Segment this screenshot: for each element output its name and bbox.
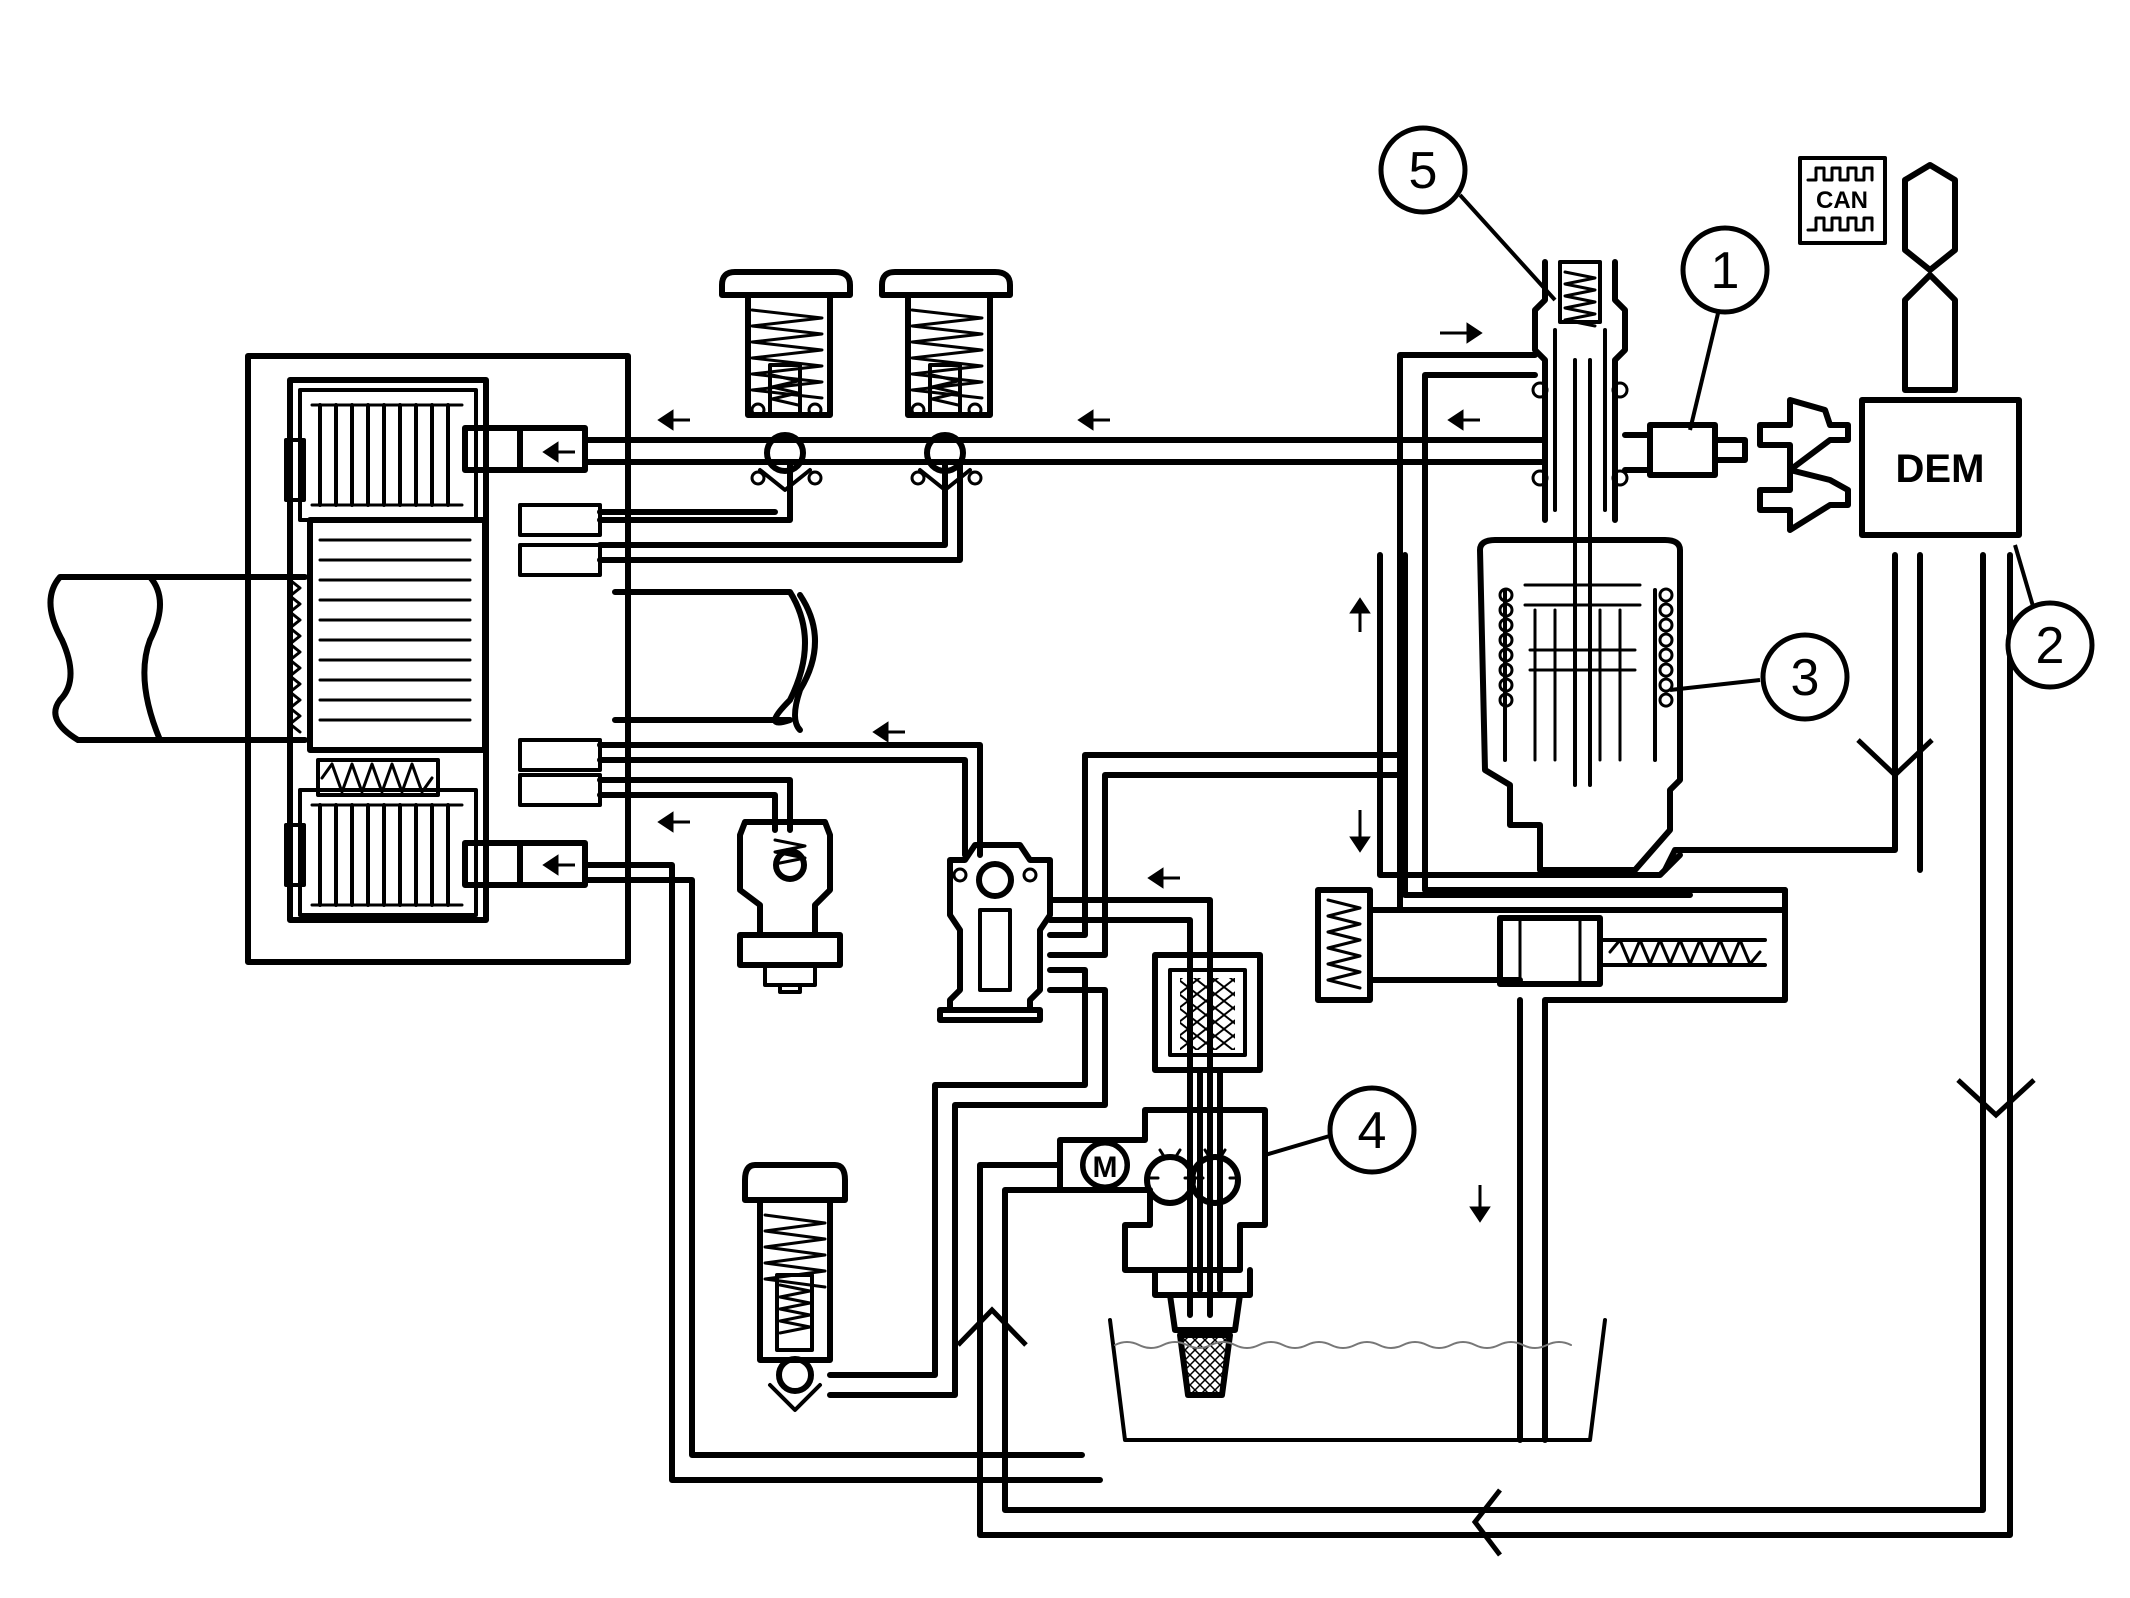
callout-1: 1 bbox=[1680, 225, 1770, 315]
dem-unit-2 bbox=[1859, 397, 2022, 538]
control-valve bbox=[937, 842, 1053, 1023]
oil-filter bbox=[1152, 952, 1263, 1293]
pressure-sensor-1 bbox=[1622, 422, 1748, 478]
callout-3-label: 3 bbox=[1791, 649, 1820, 707]
arrow-left-icon bbox=[1077, 409, 1110, 431]
can-label: CAN bbox=[1816, 187, 1868, 214]
drive-shaft bbox=[47, 574, 818, 743]
can-bus-icon bbox=[1798, 156, 1887, 245]
arrow-down-icon bbox=[1856, 738, 1934, 779]
flow-arrows bbox=[542, 322, 1491, 1223]
middle-hydraulic-lines bbox=[582, 742, 1403, 1483]
pressure-reducing-valve bbox=[737, 819, 843, 994]
arrow-left-icon bbox=[542, 854, 575, 876]
arrow-left-icon bbox=[1447, 409, 1480, 431]
clutch-housing bbox=[245, 353, 631, 965]
arrow-left-icon bbox=[542, 441, 575, 463]
callout-markers: 1 2 3 4 5 bbox=[1327, 125, 2095, 1175]
arrow-left-icon bbox=[657, 811, 690, 833]
solenoid-3 bbox=[1477, 537, 1683, 873]
pressure-valve-5 bbox=[1531, 259, 1629, 787]
callout-2-label: 2 bbox=[2036, 617, 2065, 675]
arrow-left-icon bbox=[657, 409, 690, 431]
arrow-left-icon bbox=[872, 721, 905, 743]
arrow-down-icon bbox=[1349, 810, 1371, 853]
callout-2: 2 bbox=[2005, 600, 2095, 690]
arrow-left-icon bbox=[1147, 867, 1180, 889]
accumulator-left bbox=[719, 269, 853, 492]
lower-spring-valve bbox=[1315, 887, 1767, 1003]
callout-5: 5 bbox=[1378, 125, 1468, 215]
arrow-down-icon bbox=[1469, 1185, 1491, 1223]
arrow-right-icon bbox=[1440, 322, 1483, 344]
callout-4: 4 bbox=[1327, 1085, 1417, 1175]
return-lines-bottom bbox=[977, 552, 2013, 1538]
check-valve-bottom bbox=[742, 1162, 848, 1412]
callout-3: 3 bbox=[1760, 632, 1850, 722]
oil-tank bbox=[1108, 1318, 1607, 1442]
sensor-signal-arrows bbox=[1757, 397, 1851, 533]
callout-1-label: 1 bbox=[1711, 242, 1740, 300]
motor-label: M bbox=[1093, 1151, 1118, 1184]
arrow-down-icon bbox=[1956, 1078, 2036, 1119]
callout-4-label: 4 bbox=[1358, 1102, 1387, 1160]
return-arrowheads bbox=[956, 738, 2036, 1557]
can-signal-arrow bbox=[1902, 162, 1958, 393]
callout-5-label: 5 bbox=[1409, 142, 1438, 200]
arrow-up-icon bbox=[1349, 597, 1371, 632]
arrow-up-icon bbox=[956, 1306, 1028, 1347]
accumulator-right bbox=[879, 269, 1013, 492]
dem-label: DEM bbox=[1896, 447, 1985, 491]
arrow-left-icon bbox=[1471, 1488, 1502, 1557]
motor-icon bbox=[1080, 1140, 1130, 1190]
